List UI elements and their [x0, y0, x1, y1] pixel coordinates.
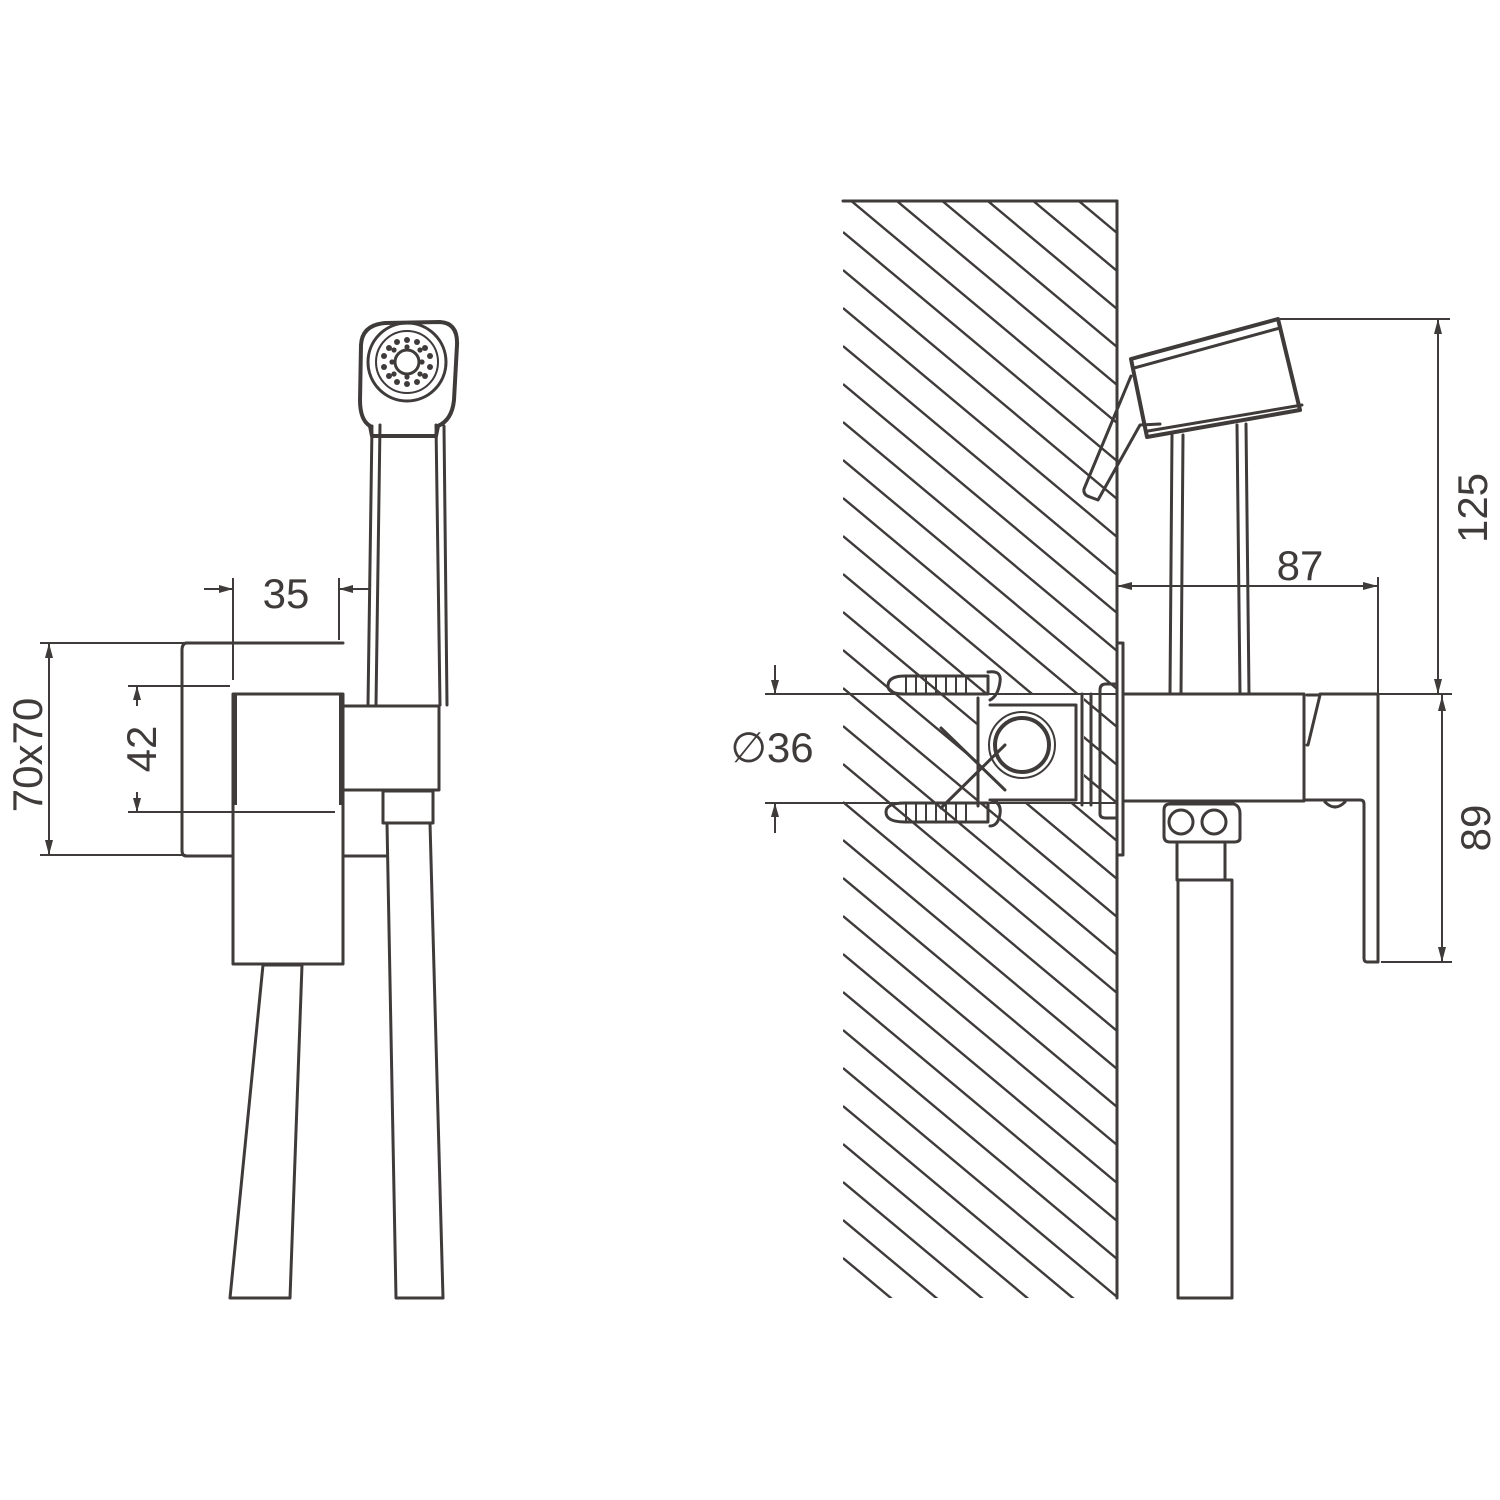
hand-shower-head	[358, 320, 460, 438]
dimension-label: 42	[118, 726, 165, 773]
handset-side	[1082, 317, 1304, 502]
hose-connector-side	[1162, 802, 1242, 882]
holder-block	[341, 704, 441, 792]
dimension-label: 87	[1277, 542, 1324, 589]
dimension-diameter-36: ∅36	[730, 665, 1117, 833]
dimension-label: 89	[1452, 805, 1499, 852]
front-view: 35 42 70x70	[4, 320, 460, 1300]
lever-handle	[1304, 692, 1380, 964]
dimension-70x70: 70x70	[4, 642, 186, 856]
hose-right	[385, 821, 445, 1300]
dimension-35: 35	[204, 570, 370, 680]
hose-connector	[381, 789, 435, 825]
anchor-screw-bottom	[884, 798, 1002, 828]
dimension-label: 70x70	[4, 698, 51, 812]
hose-side	[1176, 878, 1234, 1300]
handset-stems	[1168, 422, 1251, 696]
side-view: ∅36 87 125 89	[730, 199, 1499, 1300]
dimension-label: 125	[1449, 473, 1496, 543]
nozzle-holes-icon	[381, 337, 433, 387]
dimension-label: ∅36	[730, 724, 813, 771]
dimension-87: 87	[1117, 542, 1379, 694]
dimension-125: 125	[1280, 318, 1496, 695]
flange-outline	[180, 641, 388, 858]
lever-notch	[1323, 800, 1347, 809]
mounting-bracket	[939, 682, 1118, 820]
valve-body-side	[1121, 692, 1306, 803]
dimension-label: 35	[263, 570, 310, 617]
hose-left	[228, 963, 304, 1300]
dimension-89: 89	[1381, 694, 1499, 963]
valve-body	[231, 692, 345, 966]
lever-pivot	[1305, 693, 1322, 747]
dimension-42: 42	[118, 685, 335, 813]
hand-shower-handle	[366, 423, 449, 707]
